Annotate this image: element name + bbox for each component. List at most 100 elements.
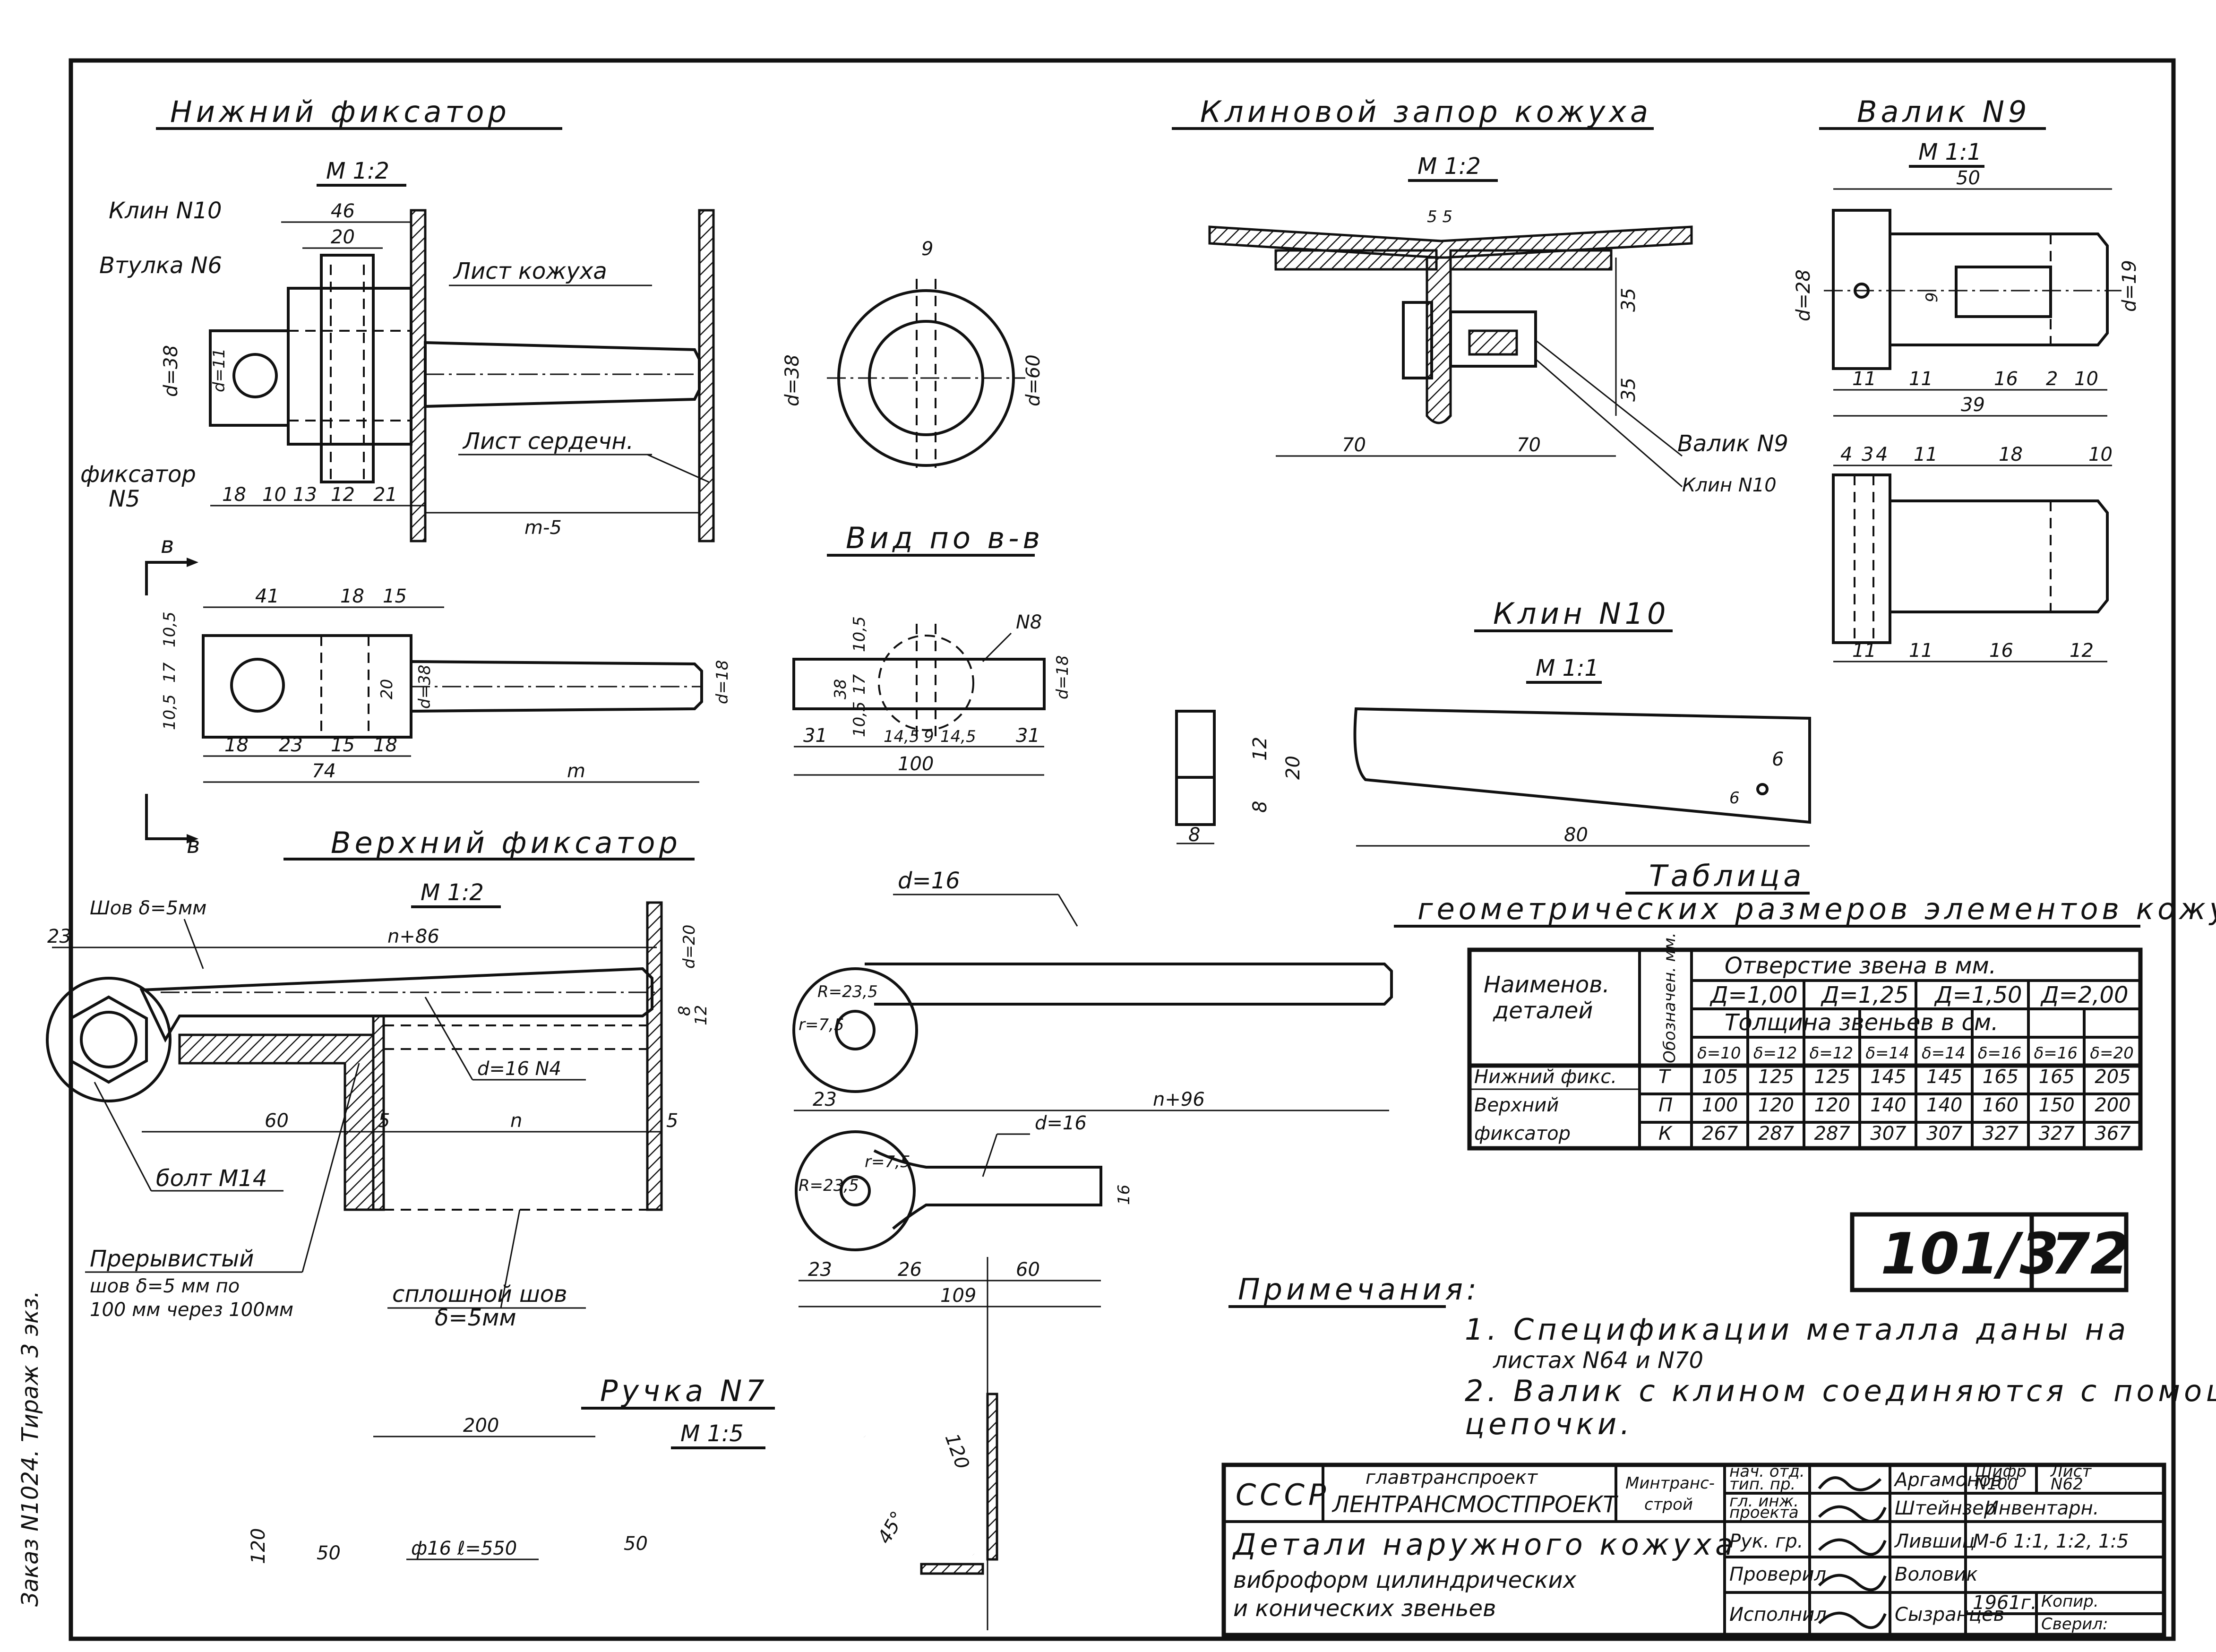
side-note: Заказ N1024. Тираж 3 экз. <box>17 1291 43 1607</box>
tb-country: СССР <box>1236 1478 1330 1512</box>
note-1b: листах N64 и N70 <box>1493 1347 1703 1374</box>
dim: 23 <box>813 1089 837 1110</box>
table-row-name: фиксатор <box>1474 1123 1571 1144</box>
sheet-number: 72 <box>2051 1222 2130 1287</box>
table-cell: 327 <box>2039 1123 2075 1144</box>
roller-view: Валик N9 М 1:1 50 d=28 9 d=19 11 11 16 2… <box>1793 95 2140 663</box>
table-row-code: П <box>1658 1094 1673 1116</box>
table-cell: 145 <box>1926 1066 1962 1088</box>
dim: n <box>510 1110 522 1132</box>
notes-title: Примечания: <box>1238 1272 1480 1307</box>
dim: 9 <box>924 727 934 746</box>
dim: 100 <box>898 753 934 775</box>
signature-1 <box>1818 1476 1882 1491</box>
dim: 120 <box>941 1431 973 1472</box>
dim: 5 <box>378 1110 390 1132</box>
table-thick-6: δ=16 <box>2034 1044 2078 1063</box>
dim: 2 <box>2046 368 2058 390</box>
tb-role-0: нач. отд. <box>1729 1462 1805 1481</box>
label-prer-2: шов δ=5 мм по <box>90 1275 240 1297</box>
dimensions-table: Таблица геометрических размеров элементо… <box>1394 859 2216 1151</box>
handle-view: Ручка N7 М 1:5 200 120 50 50 ф16 ℓ=550 1… <box>248 1257 998 1630</box>
dim: 5 <box>666 1110 678 1132</box>
wedge-title: Клин N10 <box>1493 596 1669 631</box>
table-thick-3: δ=14 <box>1865 1044 1909 1063</box>
label-fixator-n5: фиксатор <box>80 461 196 488</box>
signature-4 <box>1818 1574 1887 1592</box>
label-d16-n4: d=16 N4 <box>477 1058 561 1080</box>
table-cell: 145 <box>1870 1066 1906 1088</box>
dim: 5 5 <box>1427 207 1452 226</box>
tb-shifr-no: N100 <box>1975 1475 2018 1494</box>
tb-title-2: виброформ цилиндрических <box>1233 1567 1577 1593</box>
tb-role-1b: проекта <box>1729 1503 1799 1522</box>
table-cell: 160 <box>1983 1094 2018 1116</box>
dim: 80 <box>1564 824 1588 846</box>
dim: 70 <box>1342 434 1366 456</box>
table-thick-7: δ=20 <box>2090 1044 2134 1063</box>
table-cell: 125 <box>1814 1066 1850 1088</box>
table-cell: 125 <box>1758 1066 1794 1088</box>
dim: r=7,5 <box>799 1015 844 1034</box>
table-thick-2: δ=12 <box>1810 1044 1854 1063</box>
dim: 20 <box>378 679 396 699</box>
dim: d=38 <box>782 354 803 406</box>
signature-2 <box>1818 1505 1887 1523</box>
dim: 46 <box>331 200 355 222</box>
tb-scale: М-б 1:1, 1:2, 1:5 <box>1973 1531 2129 1552</box>
dim: 11 <box>1909 640 1933 662</box>
label-valik: Валик N9 <box>1677 430 1788 457</box>
table-row-code: Т <box>1658 1066 1672 1088</box>
table-col-name: Наименов. <box>1484 972 1610 998</box>
table-title: Таблица <box>1649 859 1805 893</box>
dim: 23 <box>47 926 71 947</box>
view-bb: Вид по в-в N8 10,5 38 17 10,5 d=18 31 14… <box>792 521 1072 776</box>
view-bb-title: Вид по в-в <box>846 521 1044 555</box>
dim: 50 <box>1956 167 1980 189</box>
label-n8: N8 <box>1016 611 1042 633</box>
section-mark-bottom: в <box>187 832 200 859</box>
table-cell: 150 <box>2039 1094 2075 1116</box>
table-cell: 120 <box>1814 1094 1850 1116</box>
dim: 8 <box>1249 801 1271 813</box>
dim: 18 <box>340 585 364 607</box>
table-cell: 307 <box>1870 1123 1907 1144</box>
table-cell: 287 <box>1814 1123 1851 1144</box>
dim: 45° <box>874 1508 909 1548</box>
upper-fixator-title: Верхний фиксатор <box>331 826 681 860</box>
tb-name-2: Лившиц <box>1894 1531 1975 1552</box>
dim: 35 <box>1618 378 1640 402</box>
dim: 31 <box>1016 725 1040 747</box>
wedge-lock-title: Клиновой запор кожуха <box>1200 95 1652 129</box>
dim: 20 <box>1282 756 1304 780</box>
dim: 13 <box>293 484 317 506</box>
dim: n+96 <box>1153 1089 1205 1110</box>
dim: 21 <box>373 484 397 506</box>
table-hole-0: Д=1,00 <box>1709 982 1798 1008</box>
notes: Примечания: 1. Спецификации металла даны… <box>1228 1272 2216 1441</box>
dim: 12 <box>692 1005 711 1025</box>
dim: 38 <box>831 679 850 699</box>
table-row-name: Нижний фикс. <box>1474 1066 1617 1088</box>
tb-list: Лист <box>2050 1462 2092 1481</box>
dim: 120 <box>248 1528 269 1564</box>
label-splosh-1: сплошной шов <box>392 1281 567 1308</box>
tb-ministry: Минтранс- <box>1625 1474 1715 1493</box>
dim: 10 <box>2074 368 2098 390</box>
tb-name-0: Аргамонов <box>1893 1469 2002 1491</box>
upper-fixator-view: Верхний фиксатор М 1:2 Шов δ=5мм 23 n+86… <box>46 826 711 1331</box>
tb-role-1: гл. инж. <box>1729 1492 1799 1511</box>
dim: 6 <box>1772 749 1784 770</box>
table-thick-5: δ=16 <box>1978 1044 2022 1063</box>
dim: 35 <box>1618 288 1640 312</box>
tb-org-top: главтранспроект <box>1366 1467 1538 1489</box>
dim: d=20 <box>680 925 699 969</box>
dim: 74 <box>312 760 336 782</box>
dim: 4 <box>1840 444 1852 465</box>
dim: 11 <box>1852 368 1876 390</box>
dim: 3 <box>1862 444 1873 465</box>
table-subtitle: геометрических размеров элементов кожуха <box>1417 892 2216 926</box>
tb-shifr: Шифр <box>1975 1462 2027 1481</box>
dim: 14,5 <box>884 727 919 746</box>
